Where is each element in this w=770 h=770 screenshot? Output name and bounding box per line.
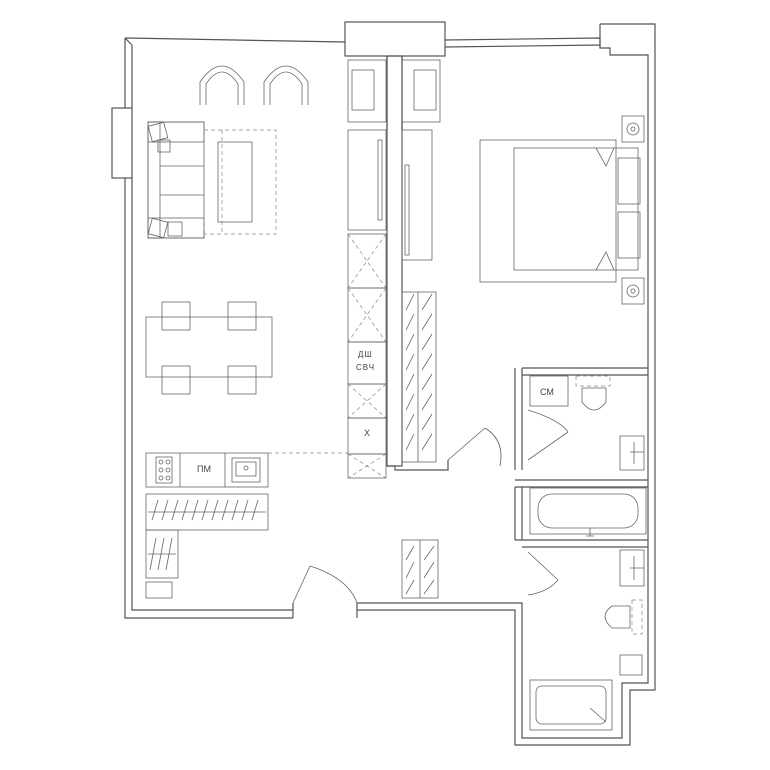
bedroom-wardrobe (401, 59, 441, 463)
door-swing-bedroom (447, 427, 502, 467)
dishwasher-label: ПМ (197, 464, 211, 474)
hall-bench (145, 581, 173, 599)
door-swing-bath1 (527, 409, 569, 461)
dining-table (145, 301, 273, 395)
appliance-label-bottom: СВЧ (356, 363, 375, 372)
toilet-upper (575, 375, 611, 411)
nightstand-bottom (621, 277, 645, 305)
kitchen-counter (145, 452, 348, 488)
washer-box (529, 375, 569, 407)
nightstand-top (621, 115, 645, 143)
door-swing-entrance (292, 565, 358, 604)
armchair-left (199, 65, 245, 105)
appliance-column (347, 59, 387, 479)
toilet-lower (604, 599, 643, 635)
bathroom-walls (514, 367, 648, 548)
armchair-right (263, 65, 309, 105)
shoe-cabinet (145, 529, 179, 579)
sink-upper (619, 435, 645, 471)
double-bed (479, 139, 641, 283)
door-swing-bath2 (527, 551, 559, 596)
bathtub (529, 487, 647, 537)
washer-label: СМ (540, 387, 554, 397)
rug-outline (203, 129, 277, 235)
central-partition (344, 21, 449, 471)
sink-lower (619, 549, 645, 587)
entrance-wardrobe (401, 539, 439, 599)
wardrobe-hall (145, 493, 269, 531)
coffee-table (217, 141, 253, 223)
lower-bath-box (619, 654, 643, 676)
sofa (147, 121, 205, 239)
fridge-label: Х (364, 428, 370, 438)
appliance-label-top: ДШ (358, 350, 373, 359)
exterior-walls (111, 23, 656, 746)
shower-tray (529, 679, 613, 731)
